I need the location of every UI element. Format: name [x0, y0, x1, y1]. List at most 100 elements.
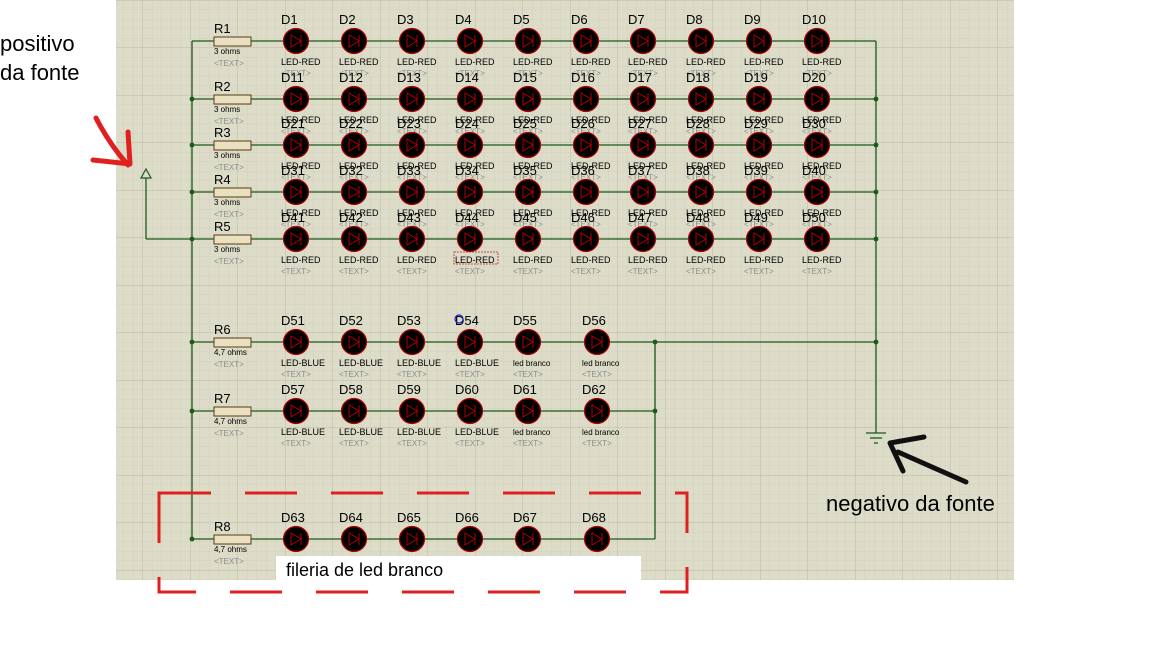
led-model: LED-RED — [628, 161, 668, 171]
led-model: LED-RED — [802, 161, 842, 171]
annotation-shapes — [90, 115, 969, 594]
led-model: LED-RED — [339, 115, 379, 125]
resistor-text: <TEXT> — [214, 360, 244, 369]
diode-triangle-icon — [464, 185, 476, 199]
led-text: <TEXT> — [686, 127, 716, 136]
diode-triangle-icon — [591, 335, 603, 349]
led-model: LED-RED — [281, 208, 321, 218]
led-ref: D15 — [513, 70, 537, 85]
led-ref: D33 — [397, 163, 421, 178]
led-model: LED-RED — [744, 161, 784, 171]
led-body — [456, 178, 484, 206]
led-ref: D59 — [397, 382, 421, 397]
led-text: <TEXT> — [455, 267, 485, 276]
led-ref: D11 — [281, 70, 304, 85]
led-ref: D12 — [339, 70, 363, 85]
resistor-r2: R23 ohms<TEXT> — [213, 79, 252, 126]
led-model: LED-RED — [571, 255, 611, 265]
led-text: <TEXT> — [802, 173, 832, 182]
resistor-value: 3 ohms — [214, 151, 240, 160]
led-text: <TEXT> — [513, 69, 543, 78]
led-text: <TEXT> — [339, 370, 369, 379]
led-ref: D7 — [628, 12, 645, 27]
led-text: <TEXT> — [628, 127, 658, 136]
led-body — [803, 131, 831, 159]
resistor-text: <TEXT> — [214, 59, 244, 68]
led-text: <TEXT> — [628, 173, 658, 182]
led-body — [629, 27, 657, 55]
led-text: <TEXT> — [628, 220, 658, 229]
led-ref: D22 — [339, 116, 363, 131]
diode-triangle-icon — [522, 92, 534, 106]
led-d64: D64 — [339, 510, 368, 553]
led-ref: D19 — [744, 70, 768, 85]
led-body — [514, 131, 542, 159]
led-ref: D51 — [281, 313, 305, 328]
led-body — [456, 397, 484, 425]
diode-triangle-icon — [348, 138, 360, 152]
led-text: <TEXT> — [281, 127, 311, 136]
led-body — [514, 225, 542, 253]
diode-triangle-icon — [406, 232, 418, 246]
led-ref: D24 — [455, 116, 479, 131]
diode-triangle-icon — [811, 138, 823, 152]
led-text: <TEXT> — [513, 127, 543, 136]
led-body — [629, 85, 657, 113]
led-body — [340, 85, 368, 113]
resistor-ref: R7 — [214, 391, 231, 406]
led-d67: D67 — [513, 510, 542, 553]
diode-triangle-icon — [522, 138, 534, 152]
diode-triangle-icon — [406, 138, 418, 152]
led-model: LED-RED — [744, 57, 784, 67]
diode-triangle-icon — [290, 335, 302, 349]
resistor-value: 3 ohms — [214, 47, 240, 56]
led-body — [282, 27, 310, 55]
led-ref: D61 — [513, 382, 537, 397]
diode-triangle-icon — [580, 185, 592, 199]
led-body — [572, 178, 600, 206]
led-model: LED-RED — [513, 255, 553, 265]
diode-triangle-icon — [637, 232, 649, 246]
negative-supply-note: negativo da fonte — [826, 491, 995, 516]
led-text: <TEXT> — [281, 370, 311, 379]
led-model: LED-RED — [281, 161, 321, 171]
led-text: <TEXT> — [571, 69, 601, 78]
junction-dot — [189, 536, 195, 542]
led-body — [687, 85, 715, 113]
led-text: <TEXT> — [455, 69, 485, 78]
resistor-r4: R43 ohms<TEXT> — [213, 172, 252, 219]
led-body — [803, 225, 831, 253]
led-ref: D16 — [571, 70, 595, 85]
led-body — [745, 131, 773, 159]
led-ref: D60 — [455, 382, 479, 397]
led-body — [745, 27, 773, 55]
diode-triangle-icon — [348, 185, 360, 199]
led-body — [456, 328, 484, 356]
led-body — [803, 27, 831, 55]
led-model: LED-RED — [744, 208, 784, 218]
led-model: LED-RED — [686, 115, 726, 125]
led-text: <TEXT> — [281, 439, 311, 448]
led-body — [687, 225, 715, 253]
grid-major — [116, 0, 1014, 580]
led-ref: D14 — [455, 70, 479, 85]
led-ref: D67 — [513, 510, 537, 525]
led-body — [514, 397, 542, 425]
